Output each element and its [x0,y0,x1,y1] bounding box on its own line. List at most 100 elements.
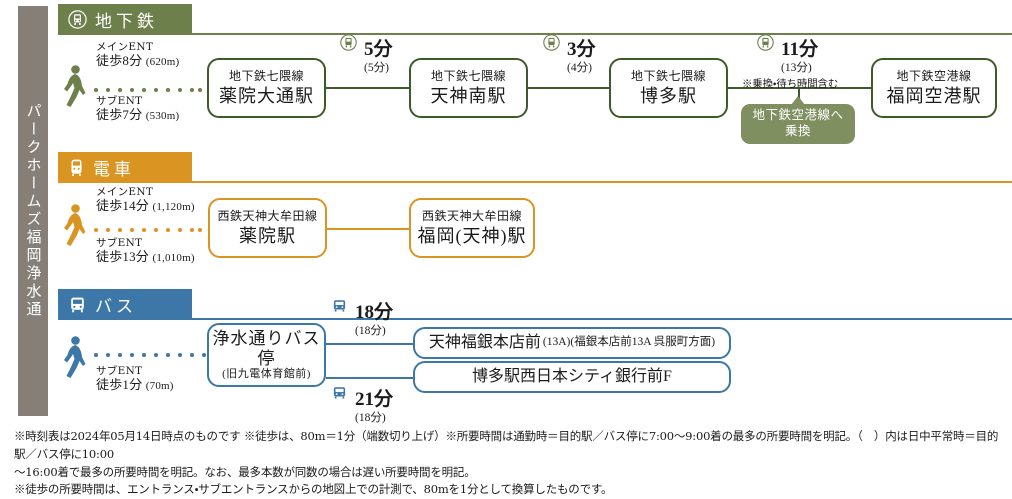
walk-sub-ent-dist-subway: (530m) [145,109,180,122]
walk-sub-ent-train: サブENT 徒歩13分 (1,010m) [96,237,195,264]
bus-stop-box-josui-dori[interactable]: 浄水通りバス停 (旧九電体育館前) [207,323,326,387]
bus-destination-box-hakata-nishinippon[interactable]: 博多駅西日本シティ銀行前F [413,361,731,393]
section-rule-bus [58,318,1012,320]
transfer-pill-line1: 地下鉄空港線へ [752,108,844,123]
footnote-line-2: 〜16:00着で最多の所要時間を明記。なお、最多本数が同数の場合は遅い所要時間を… [14,464,476,479]
tram-icon [68,158,85,177]
property-name-bar: パークホームズ福岡浄水通 [18,6,48,416]
walk-sub-ent-label-bus: サブENT [96,365,143,377]
walk-main-ent-time-train: 徒歩14分 [96,197,150,213]
walk-sub-ent-time-train: 徒歩13分 [96,248,150,264]
access-diagram: パークホームズ福岡浄水通 地下鉄 メインENT 徒歩8分 (620m) サブEN… [14,4,1012,496]
connector-subway-2 [527,87,620,89]
ride-time-subway-2: 3分 (4分) [543,34,596,75]
connector-train-1 [326,228,410,230]
connector-bus-2 [326,377,414,379]
ride-time-subway-3-offpeak: (13分) [781,62,812,74]
train-station-line-2: 西鉄天神大牟田線 [421,208,522,223]
walk-sub-ent-bus: サブENT 徒歩1分 (70m) [96,365,174,392]
walk-main-ent-label-subway: メインENT [96,41,154,53]
section-rule-train [58,181,1012,183]
ride-time-bus-1-offpeak: (18分) [355,325,386,337]
walk-sub-ent-dist-train: (1,010m) [152,251,195,264]
walk-main-ent-subway: メインENT 徒歩8分 (620m) [96,41,180,68]
ride-time-subway-2-peak: 3分 [567,39,596,60]
bus-stop-name: 浄水通りバス停 [212,329,321,368]
walk-main-ent-dist-train: (1,120m) [152,200,195,213]
bus-stop-subname: (旧九電体育館前) [222,368,311,381]
walk-sub-ent-subway: サブENT 徒歩7分 (530m) [96,95,180,122]
ride-time-bus-2: 21分 (18分) [331,384,393,425]
section-header-subway-label: 地下鉄 [95,11,158,32]
station-box-fukuoka-tenjin[interactable]: 西鉄天神大牟田線 福岡(天神)駅 [409,198,535,258]
walk-sub-ent-label-subway: サブENT [96,95,143,107]
walk-main-ent-time-subway: 徒歩8分 [96,52,143,68]
walk-dotted-line-bus [94,353,208,357]
section-rule-subway [58,33,1012,35]
train-circle-icon [543,34,560,56]
walking-person-icon [62,203,88,249]
section-header-train-label: 電車 [93,159,135,180]
walking-person-icon [62,335,88,381]
train-station-line-1: 西鉄天神大牟田線 [217,208,318,223]
walk-dotted-line-subway [94,88,202,92]
station-line-3: 地下鉄七隈線 [630,68,706,83]
ride-time-subway-3-note: ※乗換・待ち時間含む [742,78,839,90]
section-header-bus-label: バス [95,296,137,317]
ride-time-subway-1: 5分 (5分) [340,34,393,75]
bus-icon [331,384,348,406]
bus-icon [331,297,348,319]
station-box-yakuin-odori[interactable]: 地下鉄七隈線 薬院大通駅 [207,58,326,118]
footnote-line-1: ※時刻表は2024年05月14日時点のものです ※徒歩は、80m＝1分（端数切り… [14,429,999,461]
bus-destination-box-tenjin-fukugin[interactable]: 天神福銀本店前 (13A)(福銀本店前13A 呉服町方面) [413,327,731,359]
section-header-bus: バス [58,289,192,319]
walk-main-ent-label-train: メインENT [96,186,154,198]
station-name-2: 天神南駅 [430,85,507,106]
ride-time-bus-1-peak: 18分 [355,302,394,323]
train-circle-icon [757,34,774,56]
transfer-pill-line2: 乗換 [784,124,811,138]
station-box-fukuoka-airport[interactable]: 地下鉄空港線 福岡空港駅 [871,58,997,118]
ride-time-subway-3-peak: 11分 [781,39,818,60]
section-header-train: 電車 [58,152,192,182]
connector-subway-1 [325,87,420,89]
walk-sub-ent-label-train: サブENT [96,237,143,249]
bus-destination-name-2: 博多駅西日本シティ銀行前F [472,367,672,385]
station-box-tenjin-minami[interactable]: 地下鉄七隈線 天神南駅 [409,58,528,118]
transfer-pill-airport-line: 地下鉄空港線へ 乗換 [741,96,855,144]
station-line-2: 地下鉄七隈線 [430,68,506,83]
station-box-yakuin[interactable]: 西鉄天神大牟田線 薬院駅 [208,198,327,258]
station-line-4: 地下鉄空港線 [896,68,972,83]
walk-main-ent-dist-subway: (620m) [145,55,180,68]
bus-icon [68,295,87,314]
ride-time-subway-2-offpeak: (4分) [567,62,592,74]
property-name-vertical: パークホームズ福岡浄水通 [24,103,43,319]
ride-time-bus-2-peak: 21分 [355,389,394,410]
station-name-4: 福岡空港駅 [886,85,982,106]
station-box-hakata[interactable]: 地下鉄七隈線 博多駅 [609,58,728,118]
walk-sub-ent-time-bus: 徒歩1分 [96,376,143,392]
connector-bus-1 [326,343,414,345]
ride-time-bus-2-offpeak: (18分) [355,412,386,424]
footnotes: ※時刻表は2024年05月14日時点のものです ※徒歩は、80m＝1分（端数切り… [14,428,1004,499]
bus-destination-detail-1: (13A)(福銀本店前13A 呉服町方面) [542,336,716,349]
ride-time-subway-3: 11分 (13分) ※乗換・待ち時間含む [742,34,838,91]
footnote-line-3: ※徒歩の所要時間は、エントランス・サブエントランスからの地図上での計測で、80m… [14,482,613,497]
bus-destination-name-1: 天神福銀本店前 [428,333,541,351]
transfer-pill-arrow-icon [791,96,805,105]
ride-time-subway-1-peak: 5分 [364,39,393,60]
station-name-3: 博多駅 [640,85,697,106]
subway-circle-icon [68,9,87,29]
ride-time-subway-1-offpeak: (5分) [364,62,389,74]
section-header-subway: 地下鉄 [58,4,192,34]
walk-main-ent-train: メインENT 徒歩14分 (1,120m) [96,186,195,213]
train-circle-icon [340,34,357,56]
ride-time-bus-1: 18分 (18分) [331,297,393,338]
train-station-name-1: 薬院駅 [239,225,296,246]
station-line-1: 地下鉄七隈線 [228,68,304,83]
walk-sub-ent-dist-bus: (70m) [145,379,174,392]
walking-person-icon [62,64,88,110]
station-name-1: 薬院大通駅 [219,85,314,106]
walk-dotted-line-train [94,228,202,232]
train-station-name-2: 福岡(天神)駅 [417,225,527,246]
